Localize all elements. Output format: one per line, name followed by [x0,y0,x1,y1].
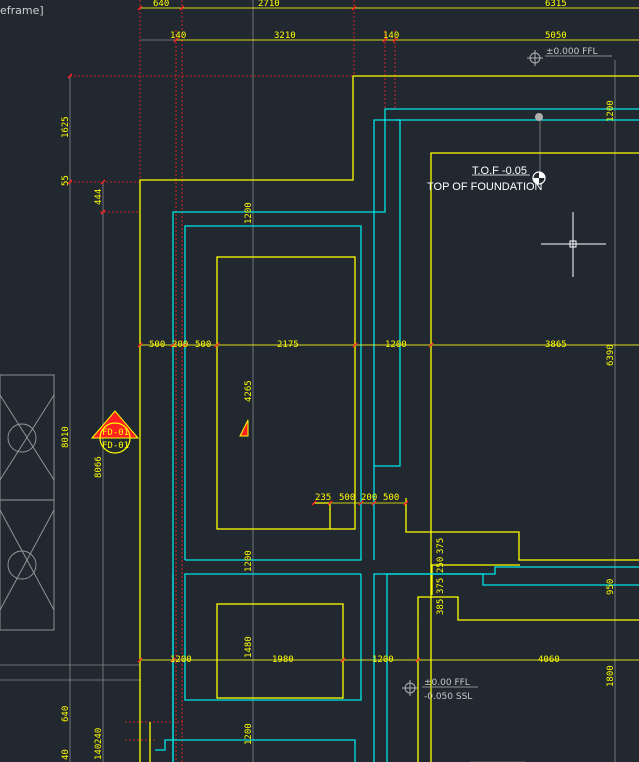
left-vertical-dims: 1625 55 444 8010 8066 640 240 140 40 [61,116,104,760]
dim-text: 1980 [272,655,294,665]
dim-text: 1625 [61,116,71,138]
dim-text: 444 [94,189,104,205]
dim-text: 375 [436,538,446,554]
dim-text: 200 [172,340,188,350]
dimension-lines [140,7,639,661]
tof-line1: T.O.F -0.05 [472,165,527,177]
dim-text: 3210 [274,31,296,41]
tag-bottom-text: FD-01 [102,441,129,451]
dim-text: 8066 [94,456,104,478]
dim-text: 8010 [61,426,71,448]
dim-text: 140 [170,31,186,41]
dim-text: 4265 [244,380,254,402]
dim-text: 1200 [244,723,254,745]
dim-text: 950 [606,579,616,595]
top-dimension-row: 640 2710 6315 140 3210 140 5050 [153,0,567,41]
dim-text: 500 [195,340,211,350]
tag-top-text: FD-01 [102,428,129,438]
dim-text: 55 [61,175,71,186]
dim-text: 1200 [606,100,616,122]
section-tag[interactable]: FD-01 FD-01 [90,410,140,454]
stair-vertical-dims: 375 250 375 385 [436,538,446,615]
foundation-outlines [139,75,639,762]
dim-text: 3865 [545,340,567,350]
top-ffl-text: ±0.000 FFL [546,47,598,57]
dim-text: 5050 [545,31,567,41]
dim-text: 500 [149,340,165,350]
tof-annotation[interactable]: T.O.F -0.05 TOP OF FOUNDATION [427,113,546,193]
dim-text: 235 [315,493,331,503]
dim-text: 200 [361,493,377,503]
triangle-marker-icon [239,419,249,437]
wall-outlines [155,108,639,762]
dim-text: 385 [436,599,446,615]
top-ffl-marker[interactable]: ±0.000 FFL [527,47,612,66]
small-dimension-row: 235 500 200 500 [315,493,399,503]
dim-text: 140 [94,744,104,760]
dim-text: 640 [61,706,71,722]
bottom-ssl-text: -0.050 SSL [424,692,472,702]
dim-text: 1200 [385,340,407,350]
dim-text: 4060 [538,655,560,665]
dim-text: 240 [94,728,104,744]
dim-text: 2710 [258,0,280,9]
viewport-label: eframe] [0,4,44,17]
lower-dimension-row: 1200 1980 1200 4060 [170,655,560,665]
dim-text: 250 [436,557,446,573]
dim-text: 6315 [545,0,567,9]
dim-text: 1200 [244,202,254,224]
right-vertical-dims: 1200 6390 950 1800 [606,100,616,687]
dim-text: 640 [153,0,169,9]
dim-text: 500 [383,493,399,503]
dim-text: 6390 [606,344,616,366]
dim-text: 1200 [372,655,394,665]
inner-vertical-dims: 1200 4265 1200 1480 1200 [244,202,254,745]
dim-text: 375 [436,578,446,594]
bottom-ffl-text: ±0.00 FFL [424,678,470,688]
left-equipment-block [0,374,55,631]
middle-dimension-row: 500 200 500 2175 1200 3865 [149,340,567,350]
dimension-ticks [67,5,434,663]
dim-text: 500 [339,493,355,503]
dimension-extension-lines [70,0,396,762]
crosshair-cursor-icon [541,212,606,277]
bottom-ffl-marker[interactable]: ±0.00 FFL -0.050 SSL [402,678,478,702]
dim-text: 1200 [244,550,254,572]
dim-text: 40 [61,749,71,760]
dim-text: 1200 [170,655,192,665]
dim-text: 1480 [244,636,254,658]
dim-text: 1800 [606,665,616,687]
dim-text: 2175 [277,340,299,350]
tof-line2: TOP OF FOUNDATION [427,181,543,193]
dim-text: 140 [383,31,399,41]
